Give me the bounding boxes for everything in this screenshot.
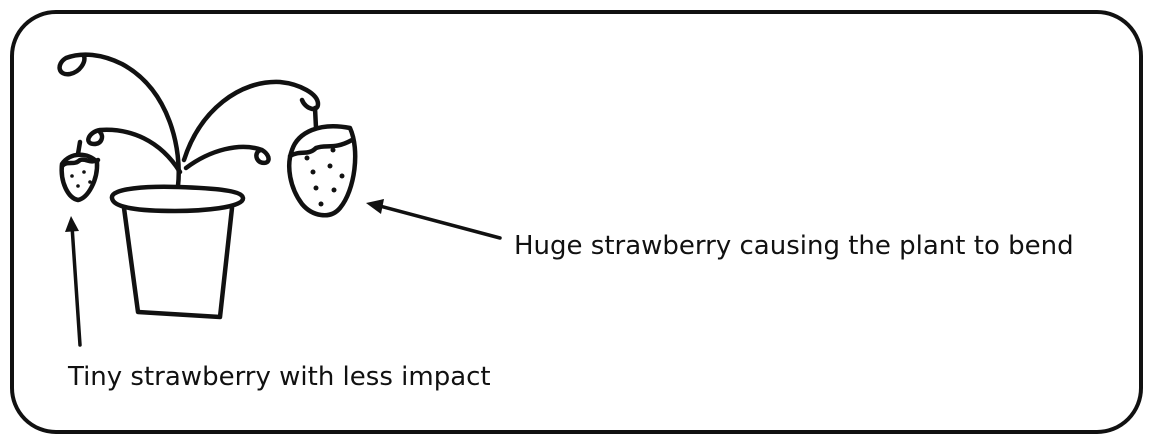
- diagram-frame: [10, 10, 1143, 434]
- huge-strawberry-label: Huge strawberry causing the plant to ben…: [514, 231, 1074, 261]
- huge-strawberry-icon: [287, 105, 358, 218]
- strawberry-seeds-icon: [70, 147, 345, 207]
- huge-arrow-head-icon: [366, 199, 384, 214]
- huge-strawberry-arrow: [378, 204, 502, 240]
- tiny-strawberry-arrow: [70, 224, 82, 347]
- tiny-arrow-head-icon: [65, 216, 79, 232]
- tiny-strawberry-label: Tiny strawberry with less impact: [68, 362, 491, 392]
- pot-icon: [109, 184, 246, 320]
- tiny-strawberry-icon: [59, 139, 101, 203]
